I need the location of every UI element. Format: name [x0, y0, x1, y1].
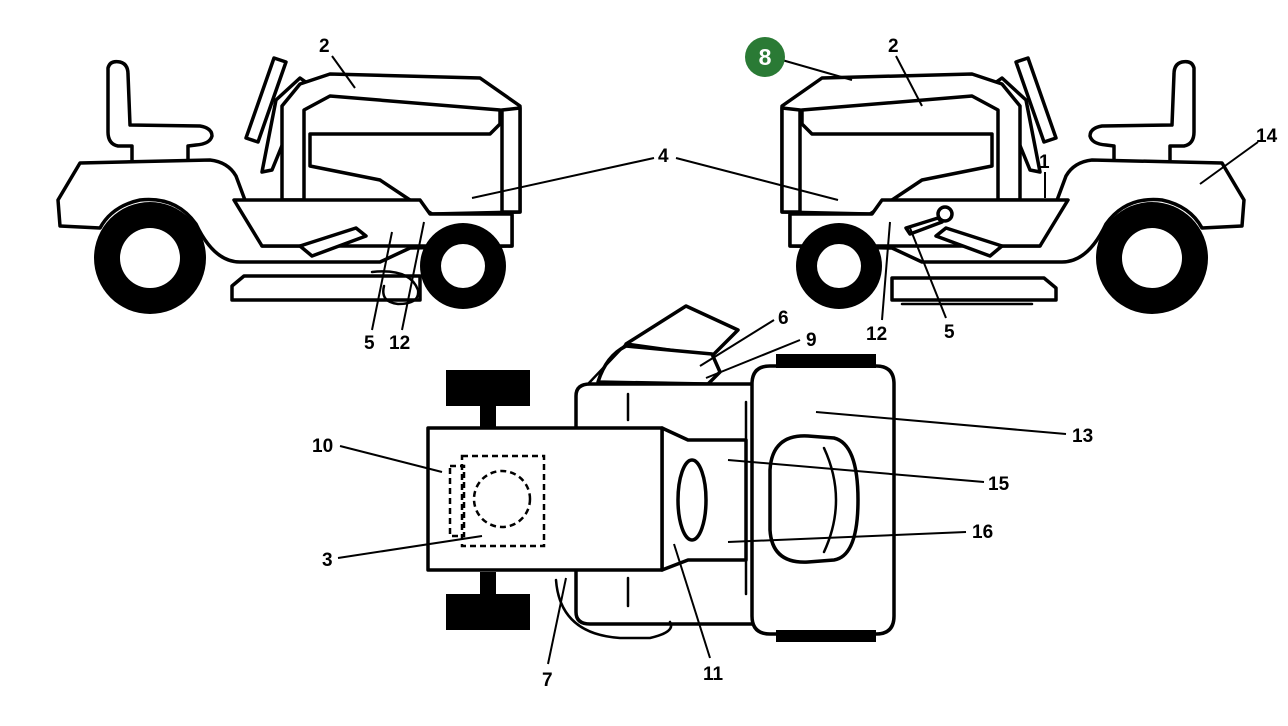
pedal-left [298, 226, 368, 258]
rear-axle-top-upper [480, 406, 496, 428]
rear-tire-top-right [446, 594, 530, 630]
steering-wheel-right [1014, 56, 1058, 144]
callout-7: 7 [542, 670, 553, 691]
leader-9 [705, 339, 801, 379]
callout-12-left: 12 [389, 333, 410, 354]
leader-10 [339, 445, 443, 473]
callout-5-left: 5 [364, 333, 375, 354]
leader-lines [331, 55, 1259, 665]
grille-left [500, 106, 522, 214]
mower-deck-left [230, 274, 422, 302]
callout-3: 3 [322, 550, 333, 571]
callout-12-right: 12 [866, 324, 887, 345]
callout-labels: 2 4 5 12 2 1 14 12 5 6 9 13 15 16 10 3 7… [312, 36, 1278, 691]
grille-right [780, 106, 802, 214]
leader-12-right [881, 221, 891, 321]
leader-16 [727, 531, 967, 543]
leader-11 [673, 543, 711, 659]
rear-axle-top-lower [480, 572, 496, 594]
ignition-key-shaft-right [904, 216, 944, 236]
callout-2-right: 2 [888, 36, 899, 57]
steering-wheel-top [676, 458, 708, 542]
leader-6 [699, 319, 775, 367]
seat-outline-top [460, 454, 546, 548]
deck-curve-lower [554, 578, 673, 640]
rear-wheel-hub-left [120, 228, 180, 288]
leader-5-right [909, 227, 947, 319]
callout-1: 1 [1039, 152, 1050, 173]
hood-grille [768, 434, 860, 564]
leader-2-right [895, 55, 923, 107]
callout-8[interactable]: 8 [759, 44, 772, 70]
callout-6: 6 [778, 308, 789, 329]
tractor-right-side-view [780, 56, 1246, 314]
leader-4-left [471, 157, 655, 199]
callout-14: 14 [1256, 126, 1278, 147]
steering-wheel-left [244, 56, 288, 144]
callout-9: 9 [806, 330, 817, 351]
leader-4-right [675, 157, 839, 201]
callout-10: 10 [312, 436, 333, 457]
hood-right [780, 72, 1022, 216]
callout-4: 4 [658, 146, 669, 167]
callout-15: 15 [988, 474, 1010, 495]
leader-14 [1199, 141, 1259, 185]
tractor-left-side-view [56, 56, 522, 314]
leader-5-left [371, 231, 393, 331]
leader-8 [781, 59, 853, 81]
tractor-top-view [426, 304, 896, 642]
front-bumper-bottom [776, 630, 876, 642]
seat-back-top [448, 464, 466, 538]
deck-chute-left [370, 270, 420, 306]
front-bumper-top [776, 354, 876, 368]
highlight-badge-circle[interactable] [745, 37, 785, 77]
front-wheel-hub-right [817, 244, 861, 288]
hood-left [280, 72, 522, 216]
leader-13 [815, 411, 1067, 435]
callout-16: 16 [972, 522, 993, 543]
leader-15 [727, 459, 985, 483]
hood-grille-inner [822, 446, 838, 554]
seat-left [106, 59, 214, 164]
pedal-right [934, 226, 1004, 258]
leader-2-left [331, 55, 356, 89]
rear-wheel-hub-right [1122, 228, 1182, 288]
leader-3 [337, 535, 483, 559]
callout-2-left: 2 [319, 36, 330, 57]
leader-7 [547, 577, 567, 665]
deck-curve-upper [586, 342, 628, 386]
callout-13: 13 [1072, 426, 1093, 447]
seat-cushion-top [472, 469, 532, 529]
leader-12-left [401, 221, 425, 331]
ignition-key-right [936, 205, 954, 223]
callout-11: 11 [703, 664, 724, 685]
callout-5-right: 5 [944, 322, 955, 343]
mower-deck-right [890, 276, 1058, 302]
callout-8-badge[interactable]: 8 [745, 37, 785, 77]
seat-right [1088, 59, 1196, 164]
rear-tire-top-left [446, 370, 530, 406]
front-wheel-hub-left [441, 244, 485, 288]
